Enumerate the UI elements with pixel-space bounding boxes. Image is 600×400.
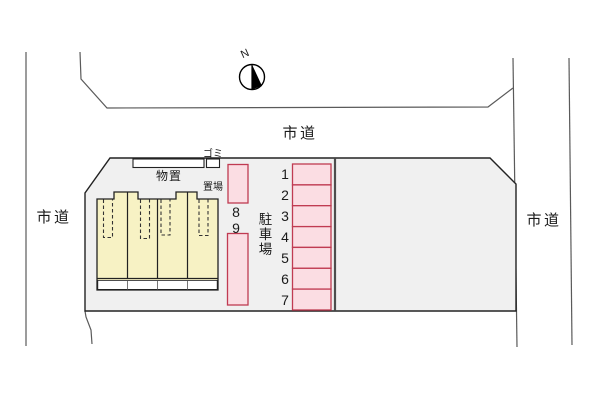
top-road-north-edge [79,51,514,109]
parking-spot-2-label: 2 [281,187,289,203]
road-label-left: 市道 [36,209,72,226]
parking-spot-9 [226,232,249,306]
unit2-stair-dashed [139,199,151,240]
parking-spot-1 [291,163,332,186]
parking-spot-7-label: 7 [281,292,289,308]
storage-label: 物置 [155,168,182,183]
unit1-stair-dashed [102,199,114,239]
left-road-south-jog [84,310,93,345]
parking-spot-3-label: 3 [281,208,289,224]
parking-spot-8 [227,163,249,204]
right-road-east-edge [568,57,573,346]
parking-spot-4 [291,225,332,249]
road-label-right: 市道 [526,212,562,229]
garbage-label-line1: ゴミ [203,148,223,160]
garbage-area-rect [205,158,221,169]
unit3-stair-dashed [160,199,171,236]
storage-shed-rect [132,158,205,169]
parking-spot-5 [291,246,332,269]
parking-spot-1-label: 1 [281,166,289,182]
road-label-top: 市道 [282,125,318,142]
parking-spot-8-label: 8 [232,204,240,220]
parking-spot-9-label: 9 [232,219,240,236]
garbage-label-line2: 置場 [203,181,223,193]
parking-spot-3 [291,205,332,228]
parking-spot-6-label: 6 [281,271,289,287]
north-compass-icon [238,63,266,91]
parking-spot-5-label: 5 [281,250,289,266]
parking-spot-4-label: 4 [281,229,289,245]
unit4-stair-dashed [198,199,209,237]
parking-area-label: 駐車場 [256,212,272,257]
parking-spot-2 [291,184,332,207]
parking-spot-6 [291,267,332,290]
garbage-label: ゴミ 置場 [194,127,232,215]
parking-spot-7 [291,288,332,311]
